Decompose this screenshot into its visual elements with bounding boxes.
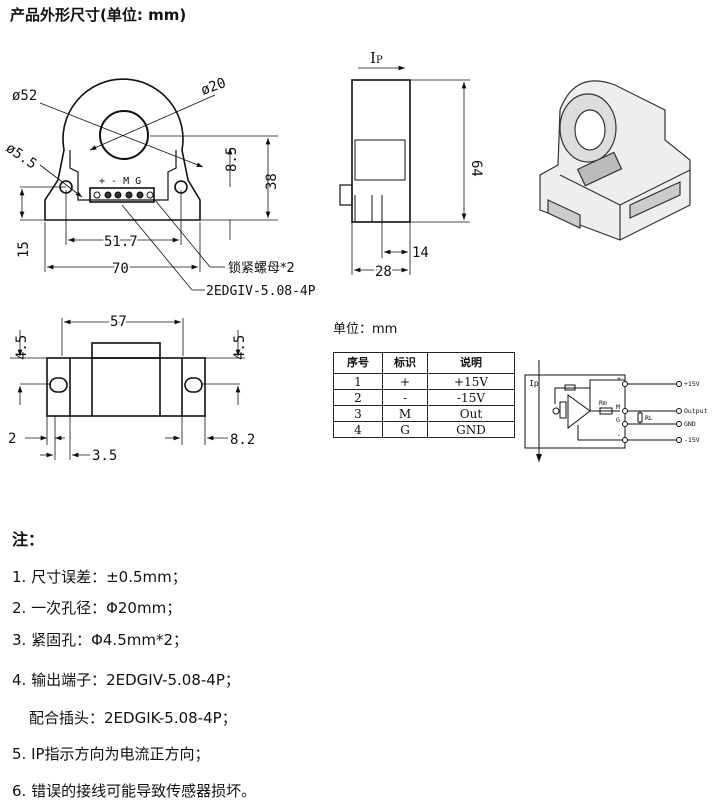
table-row: 2--15V xyxy=(333,389,515,406)
notes-heading: 注： xyxy=(12,530,45,549)
connector-label: 2EDGIV-5.08-4P xyxy=(206,284,316,299)
terminal-block xyxy=(89,187,155,203)
header-mark: 标识 xyxy=(382,352,428,374)
circuit-out-15v: +15V xyxy=(684,380,700,388)
cell: 1 xyxy=(333,373,383,390)
header-desc: 说明 xyxy=(427,352,515,374)
circuit-out-m15v: -15V xyxy=(684,436,700,444)
cell: - xyxy=(382,389,428,406)
mount-diameter-label: ø5.5 xyxy=(3,140,40,172)
cell: GND xyxy=(427,421,515,438)
cell: 4 xyxy=(333,421,383,438)
circuit-pin-m: M xyxy=(616,403,620,411)
cell: G xyxy=(382,421,428,438)
cell: Out xyxy=(427,405,515,422)
isometric-view-illustration xyxy=(539,80,691,241)
dim-15: 15 xyxy=(16,241,32,258)
primary-hole xyxy=(99,110,149,160)
dim-64: 64 xyxy=(468,160,484,177)
circuit-pin-minus: - xyxy=(617,431,621,439)
note-item: 配合插头：2EDGIK-5.08-4P； xyxy=(29,709,237,727)
ip-label: IP xyxy=(370,49,383,67)
outer-diameter-label: ø52 xyxy=(12,88,37,104)
cell: 2 xyxy=(333,389,383,406)
pin-labels: + - M G xyxy=(99,176,141,187)
sensor-body-outline xyxy=(44,78,201,221)
dim-38: 38 xyxy=(264,173,280,190)
circuit-rl-label: RL xyxy=(645,414,653,422)
cell: + xyxy=(382,373,428,390)
cell: +15V xyxy=(427,373,515,390)
dim-51-7: 51.7 xyxy=(104,234,138,250)
table-row: 1++15V xyxy=(333,373,515,390)
hole-diameter-label: ø20 xyxy=(199,75,228,99)
dim-28: 28 xyxy=(375,264,392,280)
dim-14: 14 xyxy=(412,245,429,261)
note-item: 3. 紧固孔：Φ4.5mm*2； xyxy=(12,631,189,649)
cell: -15V xyxy=(427,389,515,406)
dim-3-5: 3.5 xyxy=(92,448,117,464)
header-index: 序号 xyxy=(333,352,383,374)
dim-70: 70 xyxy=(112,261,129,277)
page-title: 产品外形尺寸(单位: mm) xyxy=(10,6,187,24)
bottom-view xyxy=(10,318,245,460)
circuit-rm-label: Rm xyxy=(599,399,607,407)
dimension-drawings: ø52 ø20 ø5.5 8.5 38 15 51.7 70 + - M G 锁… xyxy=(3,49,708,464)
dim-4-5-right: 4.5 xyxy=(232,335,248,360)
wiring-schematic xyxy=(524,360,682,462)
lock-nut-label: 锁紧螺母*2 xyxy=(228,260,295,276)
circuit-pin-plus: + xyxy=(617,375,621,383)
table-header-row: 序号 标识 说明 xyxy=(333,352,515,374)
circuit-out-gnd: GND xyxy=(684,420,696,428)
note-item: 5. IP指示方向为电流正方向； xyxy=(12,745,210,763)
dim-2: 2 xyxy=(8,431,16,447)
cell: 3 xyxy=(333,405,383,422)
front-view xyxy=(19,78,278,291)
note-item: 2. 一次孔径：Φ20mm； xyxy=(12,599,182,617)
dim-4-5-left: 4.5 xyxy=(14,335,30,360)
note-item: 1. 尺寸误差：±0.5mm； xyxy=(12,568,187,586)
circuit-pin-g: G xyxy=(616,416,620,424)
note-item: 4. 输出端子：2EDGIV-5.08-4P； xyxy=(12,671,240,689)
circuit-out-output: Output xyxy=(684,407,708,415)
side-view xyxy=(339,65,470,275)
dim-57: 57 xyxy=(110,314,127,330)
cell: M xyxy=(382,405,428,422)
dim-8-5: 8.5 xyxy=(224,147,240,172)
note-item: 6. 错误的接线可能导致传感器损坏。 xyxy=(12,782,257,800)
dim-8-2: 8.2 xyxy=(230,432,255,448)
unit-label: 单位：mm xyxy=(333,322,398,337)
circuit-ip-label: Ip xyxy=(529,379,539,388)
